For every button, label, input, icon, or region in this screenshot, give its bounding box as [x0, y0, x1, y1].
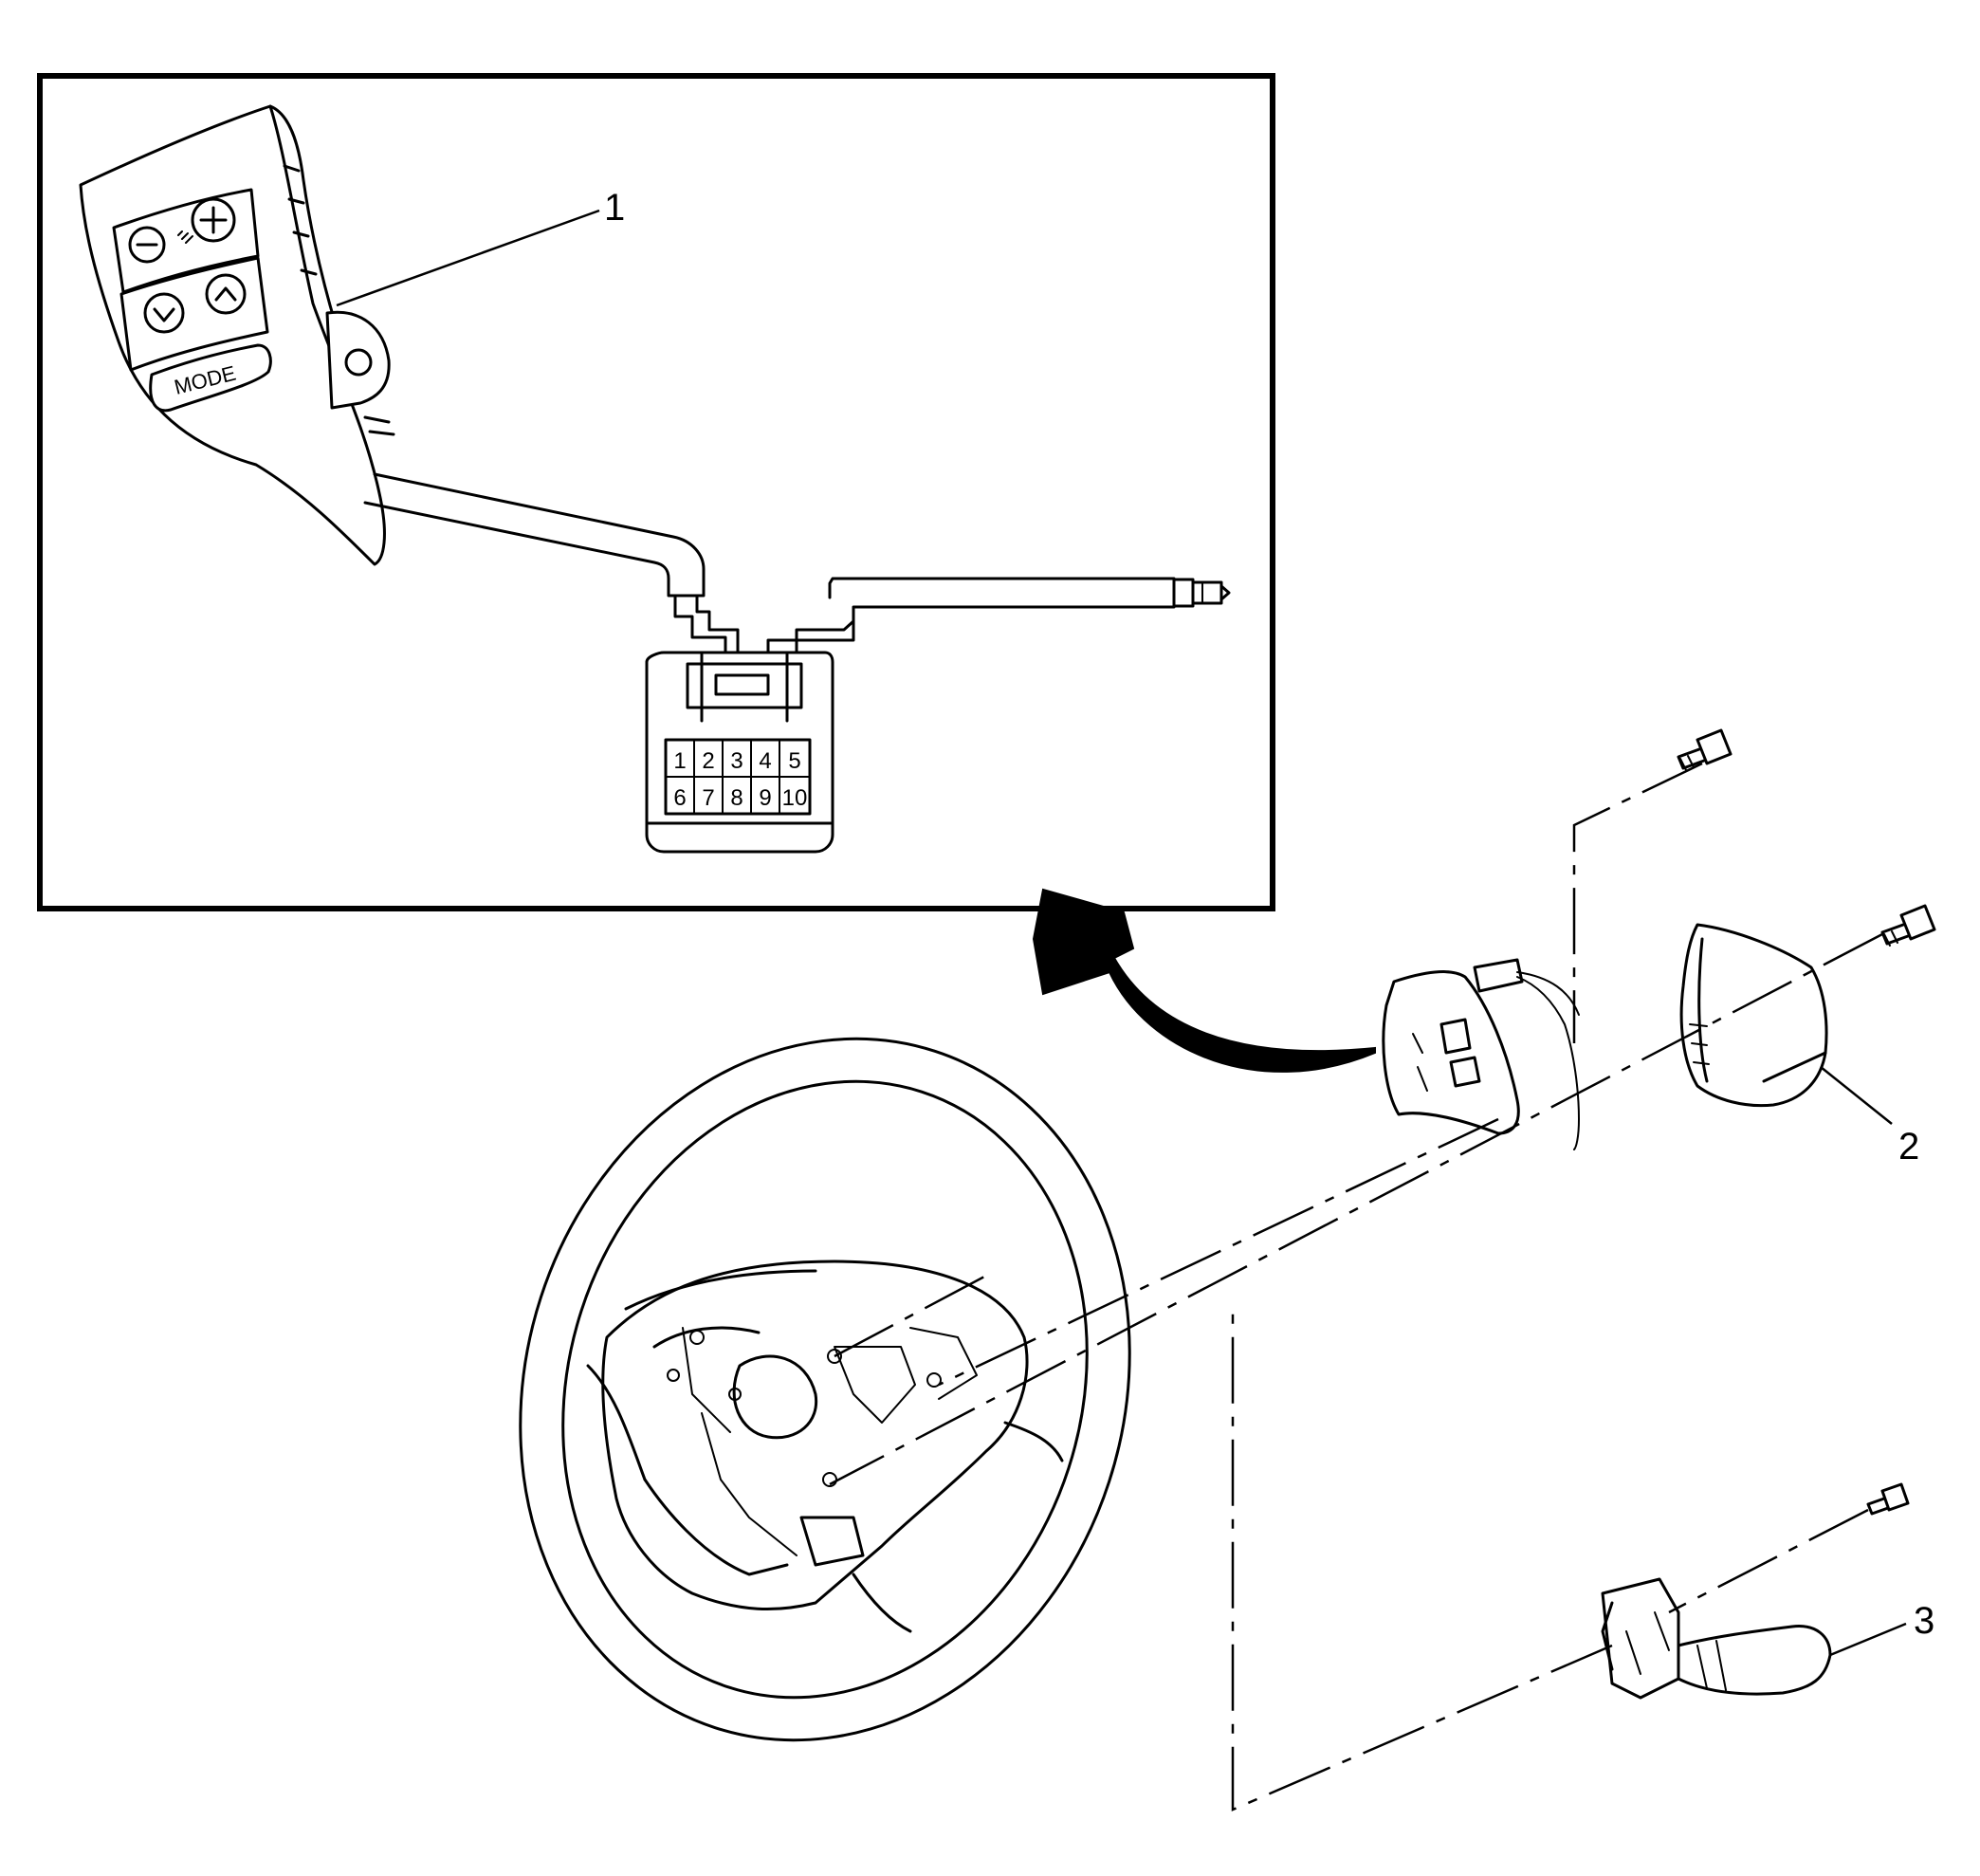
pin-6: 6 [673, 785, 686, 811]
pin-7: 7 [702, 785, 714, 811]
pin-4: 4 [759, 748, 771, 774]
centerline-middle-screw [829, 932, 1883, 1486]
centerline-switch [938, 1117, 1499, 1387]
detail-inset: MODE [37, 73, 1275, 911]
wire-harness [363, 472, 1231, 656]
screw-upper [1677, 728, 1732, 771]
detail-arrow-icon [1032, 888, 1376, 1073]
callout-2: 2 [1898, 1126, 1919, 1168]
switch-trim-cover [1679, 923, 1828, 1108]
pin-3: 3 [730, 748, 742, 774]
centerline-cruise [1668, 1508, 1869, 1614]
pin-1: 1 [673, 748, 686, 774]
seek-up-icon[interactable] [205, 273, 247, 315]
steering-wheel [519, 1037, 1131, 1742]
cruise-control-switch [1601, 1577, 1832, 1700]
audio-switch-assembly: MODE [79, 104, 395, 566]
volume-up-icon[interactable] [191, 197, 236, 243]
centerline-upper-hub [834, 1274, 987, 1358]
pin-9: 9 [759, 785, 771, 811]
screw-middle [1880, 904, 1936, 947]
pin-8: 8 [730, 785, 742, 811]
centerline-cruise-lower [1231, 1304, 1613, 1812]
callout-3-leader [1829, 1622, 1907, 1657]
mode-button[interactable]: MODE [149, 343, 272, 413]
callout-1: 1 [604, 187, 625, 229]
callout-1-leader [336, 209, 600, 307]
callout-2-leader [1820, 1066, 1893, 1125]
callout-3: 3 [1914, 1600, 1934, 1642]
connector: 1 2 3 4 5 6 7 8 9 10 [645, 651, 834, 854]
screw-lower [1866, 1482, 1910, 1516]
seek-down-icon[interactable] [143, 292, 185, 334]
volume-down-icon[interactable] [128, 226, 166, 264]
steering-wheel-switch [1382, 958, 1580, 1150]
pin-2: 2 [702, 748, 714, 774]
centerline-upper-screw [1572, 762, 1703, 1043]
pin-5: 5 [788, 748, 800, 774]
pin-10: 10 [782, 785, 808, 811]
